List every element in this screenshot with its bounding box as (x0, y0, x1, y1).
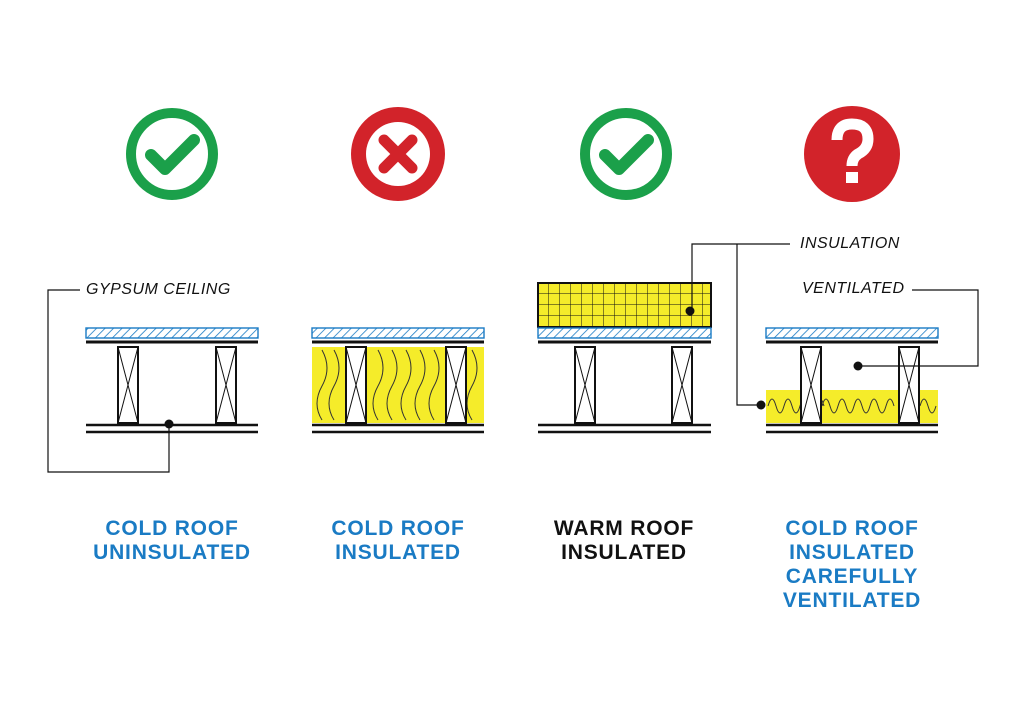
caption-line: CAREFULLY (785, 565, 919, 588)
joist-cross (445, 346, 467, 424)
panel-2-section (311, 327, 485, 434)
panel-4-section (756, 327, 939, 434)
roof-deck (537, 327, 712, 339)
roof-deck (85, 327, 259, 339)
ventilated-label: VENTILATED (802, 280, 905, 297)
caption-line: COLD ROOF (331, 517, 465, 540)
check-circle-icon (126, 108, 218, 200)
joist-cross (574, 346, 596, 424)
insulation-leader-cold (736, 244, 761, 406)
caption-line: COLD ROOF (105, 517, 239, 540)
check-circle-icon (580, 108, 672, 200)
caption-line: INSULATED (335, 541, 461, 564)
caption-warm-roof-insulated: WARM ROOF INSULATED (514, 517, 734, 565)
joist-cross (117, 346, 139, 424)
ventilated-leader (858, 289, 979, 367)
insulation-leader-warm (690, 243, 790, 312)
caption-line: WARM ROOF (553, 517, 695, 540)
panel-3-section (537, 282, 712, 434)
gypsum-dot (164, 419, 174, 429)
insulation-texture (316, 349, 478, 421)
caption-line: COLD ROOF (785, 517, 919, 540)
joist-cross (671, 346, 693, 424)
panel-1-section (47, 289, 259, 473)
joist-cross (898, 346, 920, 424)
caption-line: VENTILATED (782, 589, 922, 612)
gypsum-leader (47, 289, 170, 473)
caption-line: UNINSULATED (93, 541, 251, 564)
cross-circle-icon (351, 107, 445, 201)
rigid-insulation (537, 282, 712, 328)
roof-deck (765, 327, 939, 339)
caption-cold-roof-insulated: COLD ROOF INSULATED (288, 517, 508, 565)
gypsum-ceiling-label: GYPSUM CEILING (86, 281, 231, 298)
insulation-label: INSULATION (800, 235, 900, 252)
joist-cross (345, 346, 367, 424)
joist-cross (215, 346, 237, 424)
caption-cold-roof-uninsulated: COLD ROOF UNINSULATED (62, 517, 282, 565)
caption-line: INSULATED (789, 541, 915, 564)
caption-cold-roof-ventilated: COLD ROOF INSULATED CAREFULLY VENTILATED (742, 517, 962, 613)
question-circle-icon (804, 106, 900, 202)
joist-cross (800, 346, 822, 424)
caption-line: INSULATED (561, 541, 687, 564)
roof-deck (311, 327, 485, 339)
